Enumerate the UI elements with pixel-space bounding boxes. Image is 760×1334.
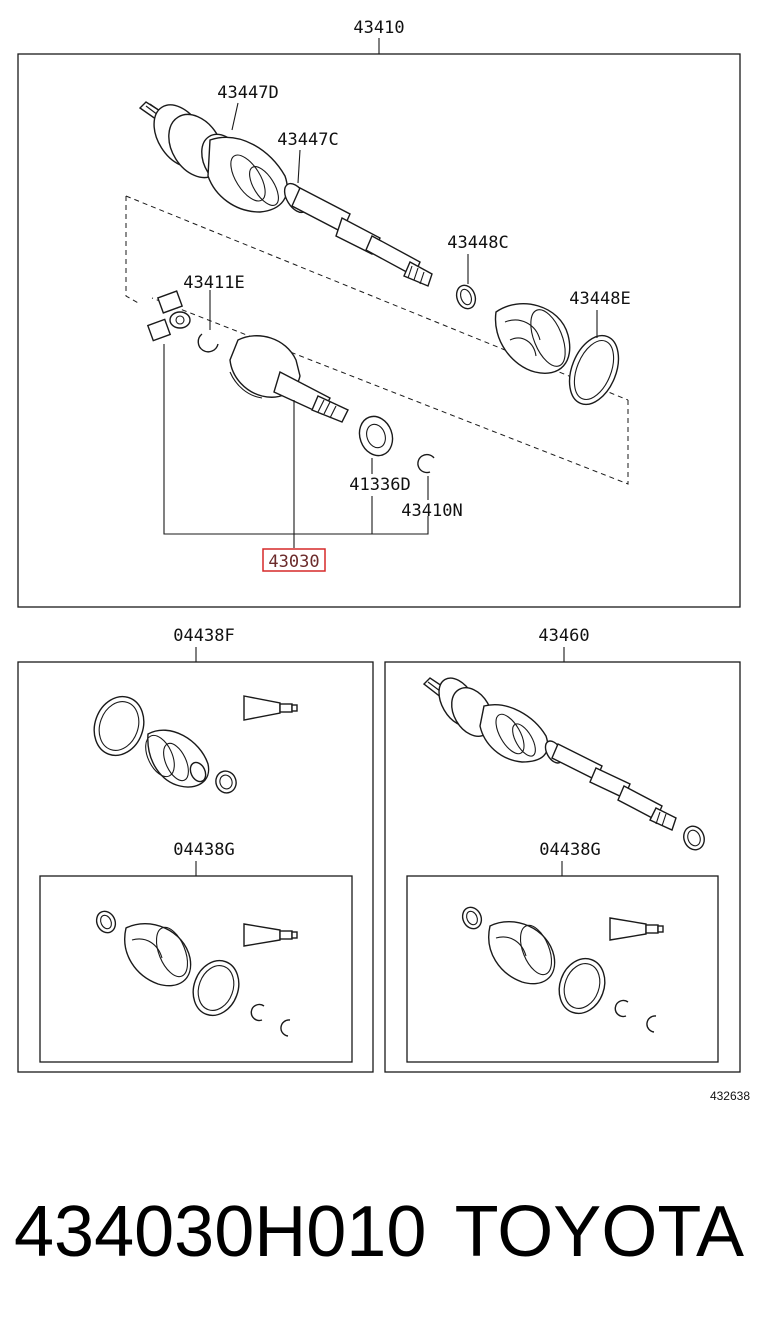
label-43411E[interactable]: 43411E: [183, 273, 244, 293]
boot-kit-inner-right-frame: [406, 875, 719, 1063]
boot-kit-outer-frame: [17, 661, 374, 1073]
shaft-assembly-alt-frame: [384, 661, 741, 1073]
grease-tube: [609, 917, 664, 941]
oil-seal: [358, 415, 394, 457]
drive-shaft-assembly: [422, 677, 677, 831]
snap-ring: [646, 1015, 657, 1033]
snap-ring: [280, 1019, 291, 1037]
boot-clamp-large: [192, 959, 240, 1017]
boot-kit-outer-group: 04438F 04438G: [17, 626, 374, 1073]
boot-clamp-inner-small: [455, 284, 477, 310]
kit-outline-dashed: [151, 297, 629, 485]
boot-kit-inner-left-frame: [39, 875, 353, 1063]
leader-line: [231, 102, 239, 131]
group-bracket: [163, 344, 429, 535]
kit-outline-dashed: [125, 196, 141, 305]
label-43447C[interactable]: 43447C: [277, 130, 338, 150]
label-43448E[interactable]: 43448E: [569, 289, 630, 309]
snap-ring-shaft: [417, 453, 435, 474]
inner-boot: [124, 923, 192, 987]
outer-cv-joint-shaft: [138, 101, 433, 287]
label-43030[interactable]: 43030: [268, 552, 319, 572]
snap-ring-tripod: [197, 333, 219, 353]
inner-boot: [488, 921, 556, 985]
shaft-assembly-alt-group: 43460 04438G: [384, 626, 741, 1073]
footer-part-number: 434030H010: [14, 1192, 426, 1272]
grease-tube: [243, 923, 298, 947]
main-assembly-frame: [17, 53, 741, 608]
label-43447D[interactable]: 43447D: [217, 83, 278, 103]
label-41336D[interactable]: 41336D: [349, 475, 410, 495]
label-43410[interactable]: 43410: [353, 18, 404, 38]
grease-tube: [243, 695, 298, 721]
boot-clamp-inner-large: [568, 334, 620, 406]
label-43448C[interactable]: 43448C: [447, 233, 508, 253]
tripod-joint: [146, 290, 191, 342]
boot-clamp-small: [683, 825, 705, 851]
main-assembly-group: 43410 43447D 43447C: [17, 18, 741, 608]
inner-joint-housing: [229, 335, 349, 423]
label-43410N[interactable]: 43410N: [401, 501, 462, 521]
boot-clamp-large: [93, 695, 145, 757]
label-04438G-right[interactable]: 04438G: [539, 840, 600, 860]
inner-boot: [494, 303, 571, 374]
boot-clamp-small: [215, 770, 237, 794]
snap-ring: [614, 999, 629, 1018]
boot-clamp-small: [95, 910, 117, 934]
highlight-box: [262, 548, 326, 572]
footer-brand: TOYOTA: [455, 1192, 744, 1272]
label-43460[interactable]: 43460: [538, 626, 589, 646]
outer-boot: [145, 729, 210, 788]
diagram-reference-number: 432638: [710, 1089, 750, 1103]
boot-clamp-large: [558, 957, 606, 1015]
label-04438G-left[interactable]: 04438G: [173, 840, 234, 860]
snap-ring: [250, 1003, 265, 1022]
boot-clamp-small: [461, 906, 483, 930]
label-04438F[interactable]: 04438F: [173, 626, 234, 646]
leader-line: [297, 149, 301, 184]
